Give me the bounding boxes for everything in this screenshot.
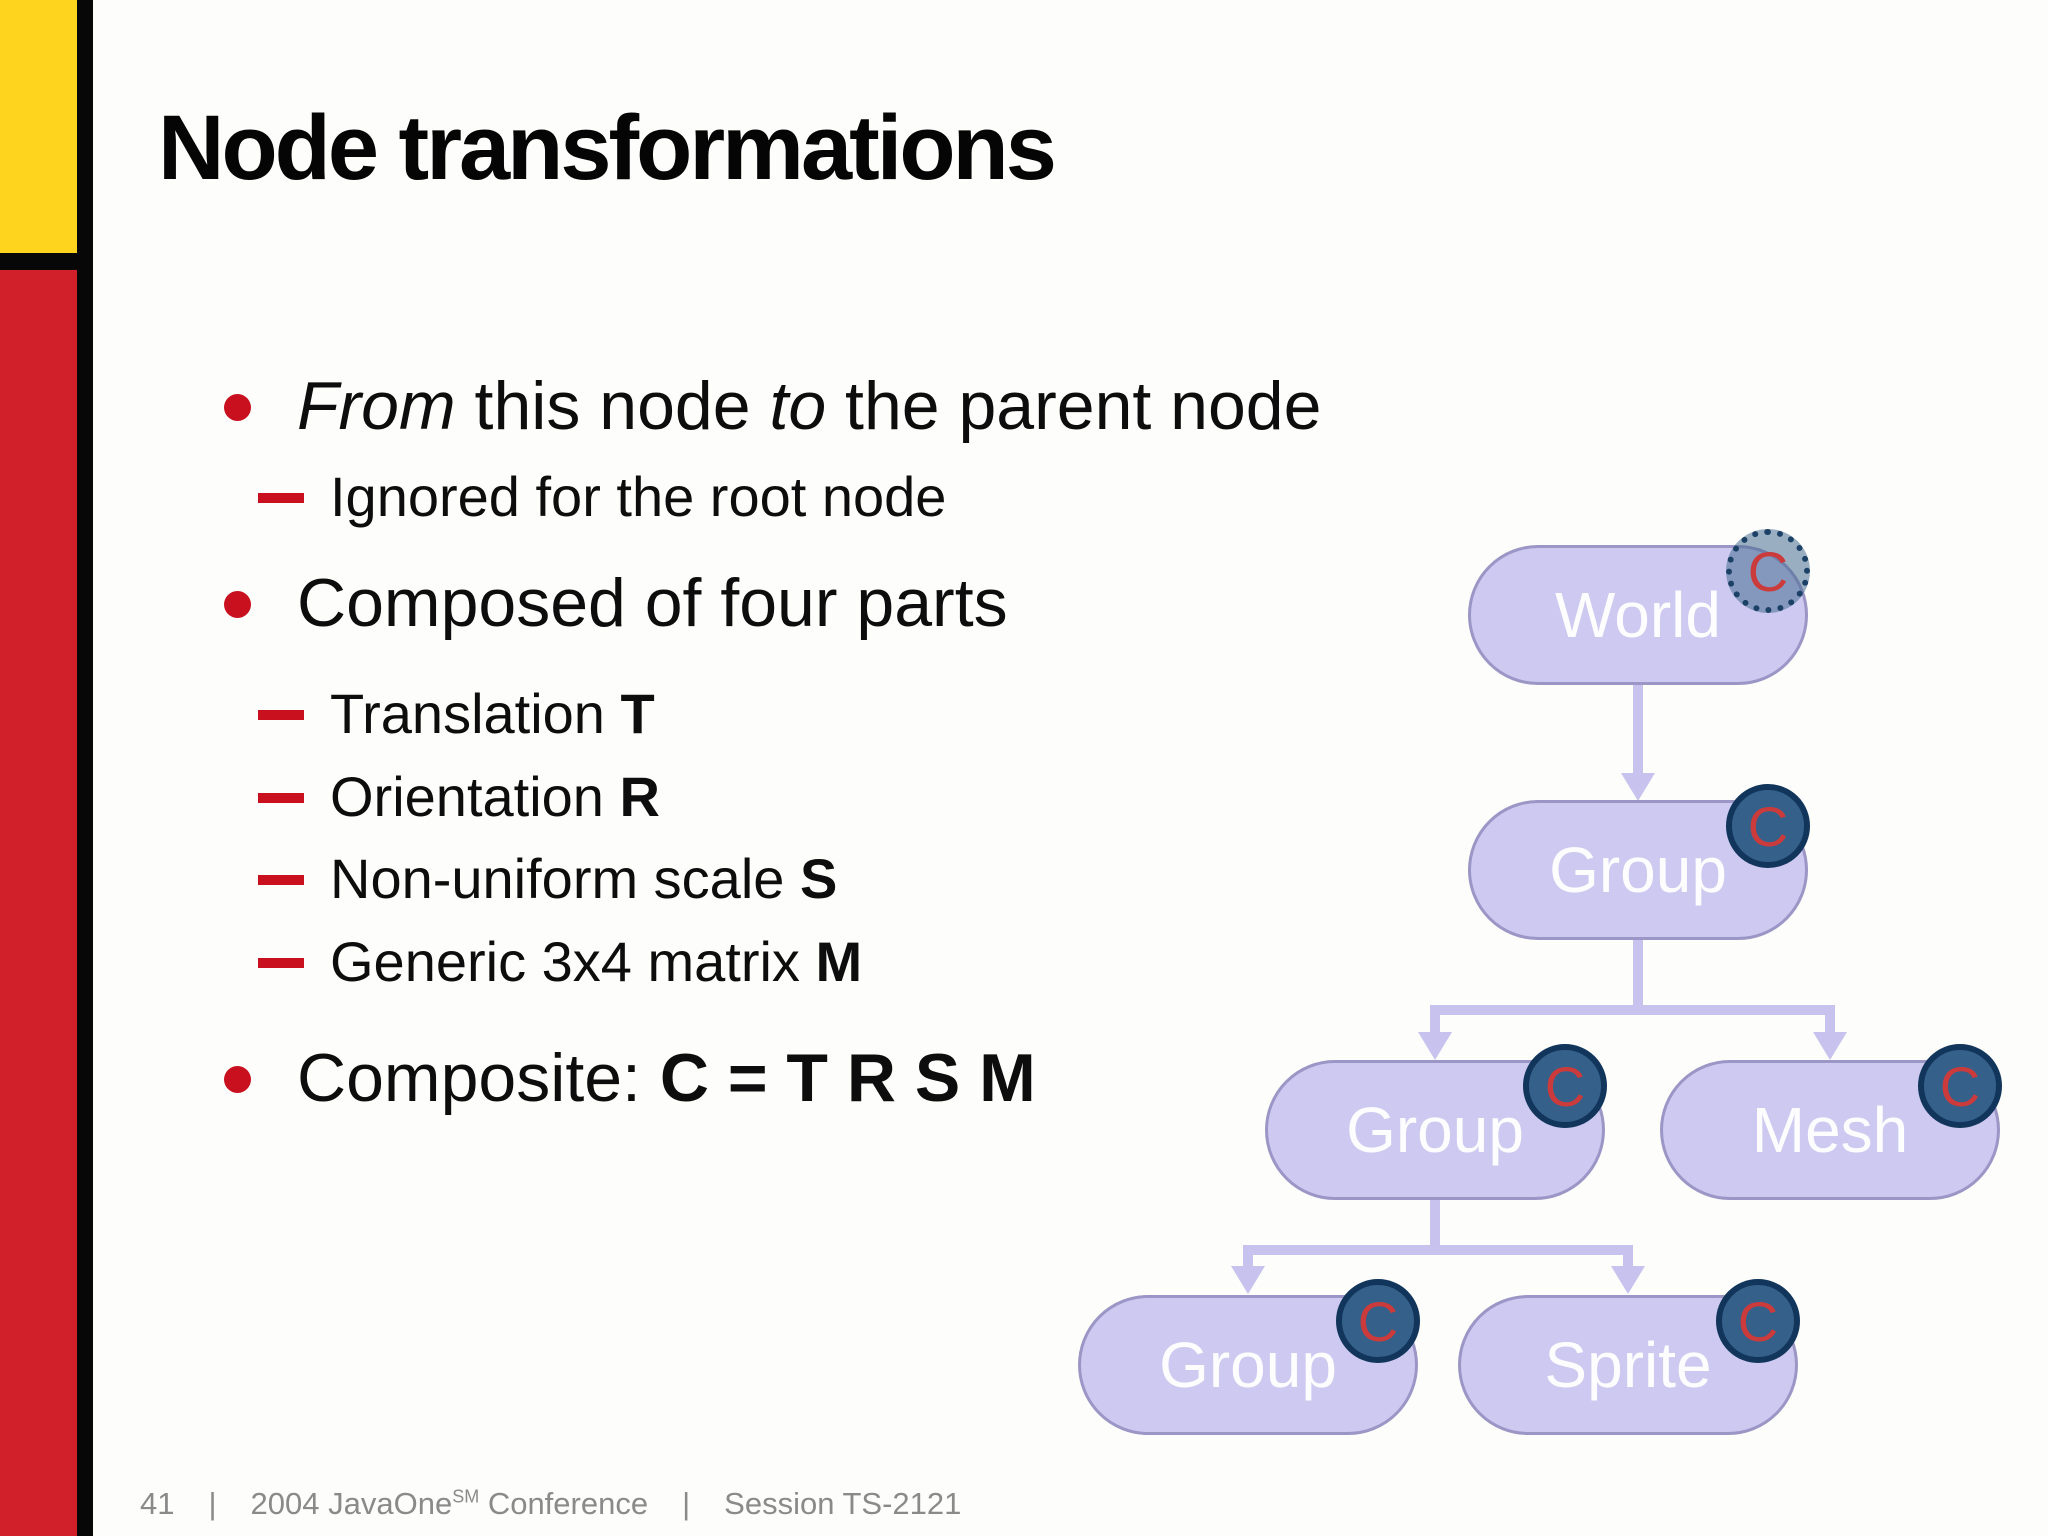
composite-badge: C [1726,784,1810,868]
badge-letter: C [1939,1054,1981,1118]
arrowhead-down-icon [1418,1032,1452,1060]
connector-line [1825,1013,1835,1035]
dash-marker [258,493,304,504]
node-label: Group [1346,1094,1524,1166]
bullet-list: From this node to the parent node Ignore… [172,368,1352,1116]
subbullet-text: Ignored for the root node [330,465,947,529]
plain-text: Composite: [297,1039,660,1116]
italic-word-from: From [297,368,456,444]
subbullet-translation: Translation T [172,682,1352,746]
tree-node-mesh: Mesh [1660,1060,2000,1200]
composite-badge: C [1336,1279,1420,1363]
bullet-text: From this node to the parent node [297,368,1321,444]
subbullet-text: Generic 3x4 matrix M [330,930,863,994]
connector-line [1430,1005,1835,1015]
matrix-symbol: M [815,930,863,994]
plain-text: this node [455,368,770,444]
arrowhead-down-icon [1231,1266,1265,1294]
connector-line [1243,1253,1253,1269]
page-title: Node transformations [158,97,1057,199]
footer-divider: | [208,1486,217,1521]
composite-badge: C [1716,1279,1800,1363]
badge-letter: C [1747,794,1789,858]
dash-marker [258,958,304,969]
node-label: Group [1159,1329,1337,1401]
plain-text: Non-uniform scale [330,847,800,911]
composite-badge: C [1523,1044,1607,1128]
connector-line [1633,683,1643,775]
composite-badge: C [1918,1044,2002,1128]
plain-text: Translation [330,682,621,746]
subbullet-text: Non-uniform scale S [330,848,837,911]
page-number: 41 [140,1486,175,1521]
matrix-symbol: T [620,682,655,746]
bullet-item-composite: Composite: C = T R S M [172,1040,1352,1116]
matrix-symbol: S [799,847,838,911]
arrowhead-down-icon [1621,773,1655,801]
subbullet-scale: Non-uniform scale S [172,848,1352,911]
node-label: Mesh [1751,1094,1909,1166]
composite-formula: C = T R S M [659,1039,1036,1116]
accent-bar-yellow [0,0,77,253]
bullet-text: Composite: C = T R S M [297,1040,1036,1116]
subbullet-orientation: Orientation R [172,764,1352,829]
subbullet-text: Translation T [330,682,655,746]
plain-text: Generic 3x4 matrix [330,930,816,994]
plain-text: 2004 JavaOne [250,1486,453,1521]
plain-text: the parent node [826,368,1322,444]
badge-letter: C [1747,539,1789,603]
node-label: Group [1549,834,1727,906]
node-label: World [1555,579,1721,651]
subbullet-text: Orientation R [330,764,660,829]
dash-marker [258,710,304,721]
subbullet-matrix: Generic 3x4 matrix M [172,930,1352,994]
bullet-item-composed: Composed of four parts [172,565,1352,641]
bullet-marker [224,590,251,618]
connector-line [1623,1253,1633,1269]
service-mark: SM [452,1486,480,1507]
connector-line [1633,938,1643,1008]
slide-footer: 41 | 2004 JavaOneSM Conference | Session… [140,1486,961,1522]
composite-badge-dotted: C [1726,529,1810,613]
bullet-marker [224,1065,251,1093]
bullet-marker [224,394,251,421]
italic-word-to: to [769,368,827,444]
bullet-text: Composed of four parts [297,564,1008,641]
bullet-item-from-to: From this node to the parent node [172,368,1352,444]
tree-node-sprite: Sprite [1458,1295,1798,1435]
arrowhead-down-icon [1611,1266,1645,1294]
plain-text: Orientation [330,764,620,828]
dash-marker [258,875,304,886]
connector-line [1430,1200,1440,1248]
subbullet-ignored-root: Ignored for the root node [172,465,1352,529]
connector-line [1243,1245,1633,1255]
footer-divider: | [682,1486,691,1521]
matrix-symbol: R [619,764,660,828]
arrowhead-down-icon [1813,1032,1847,1060]
badge-letter: C [1544,1054,1586,1118]
session-id: Session TS-2121 [724,1486,962,1521]
conference-name: 2004 JavaOneSM Conference [251,1486,649,1522]
badge-letter: C [1737,1289,1779,1353]
node-label: Sprite [1544,1329,1712,1401]
accent-bar-red [0,270,77,1536]
dash-marker [258,792,304,803]
badge-letter: C [1357,1289,1399,1353]
connector-line [1430,1013,1440,1035]
plain-text: Conference [479,1486,649,1521]
